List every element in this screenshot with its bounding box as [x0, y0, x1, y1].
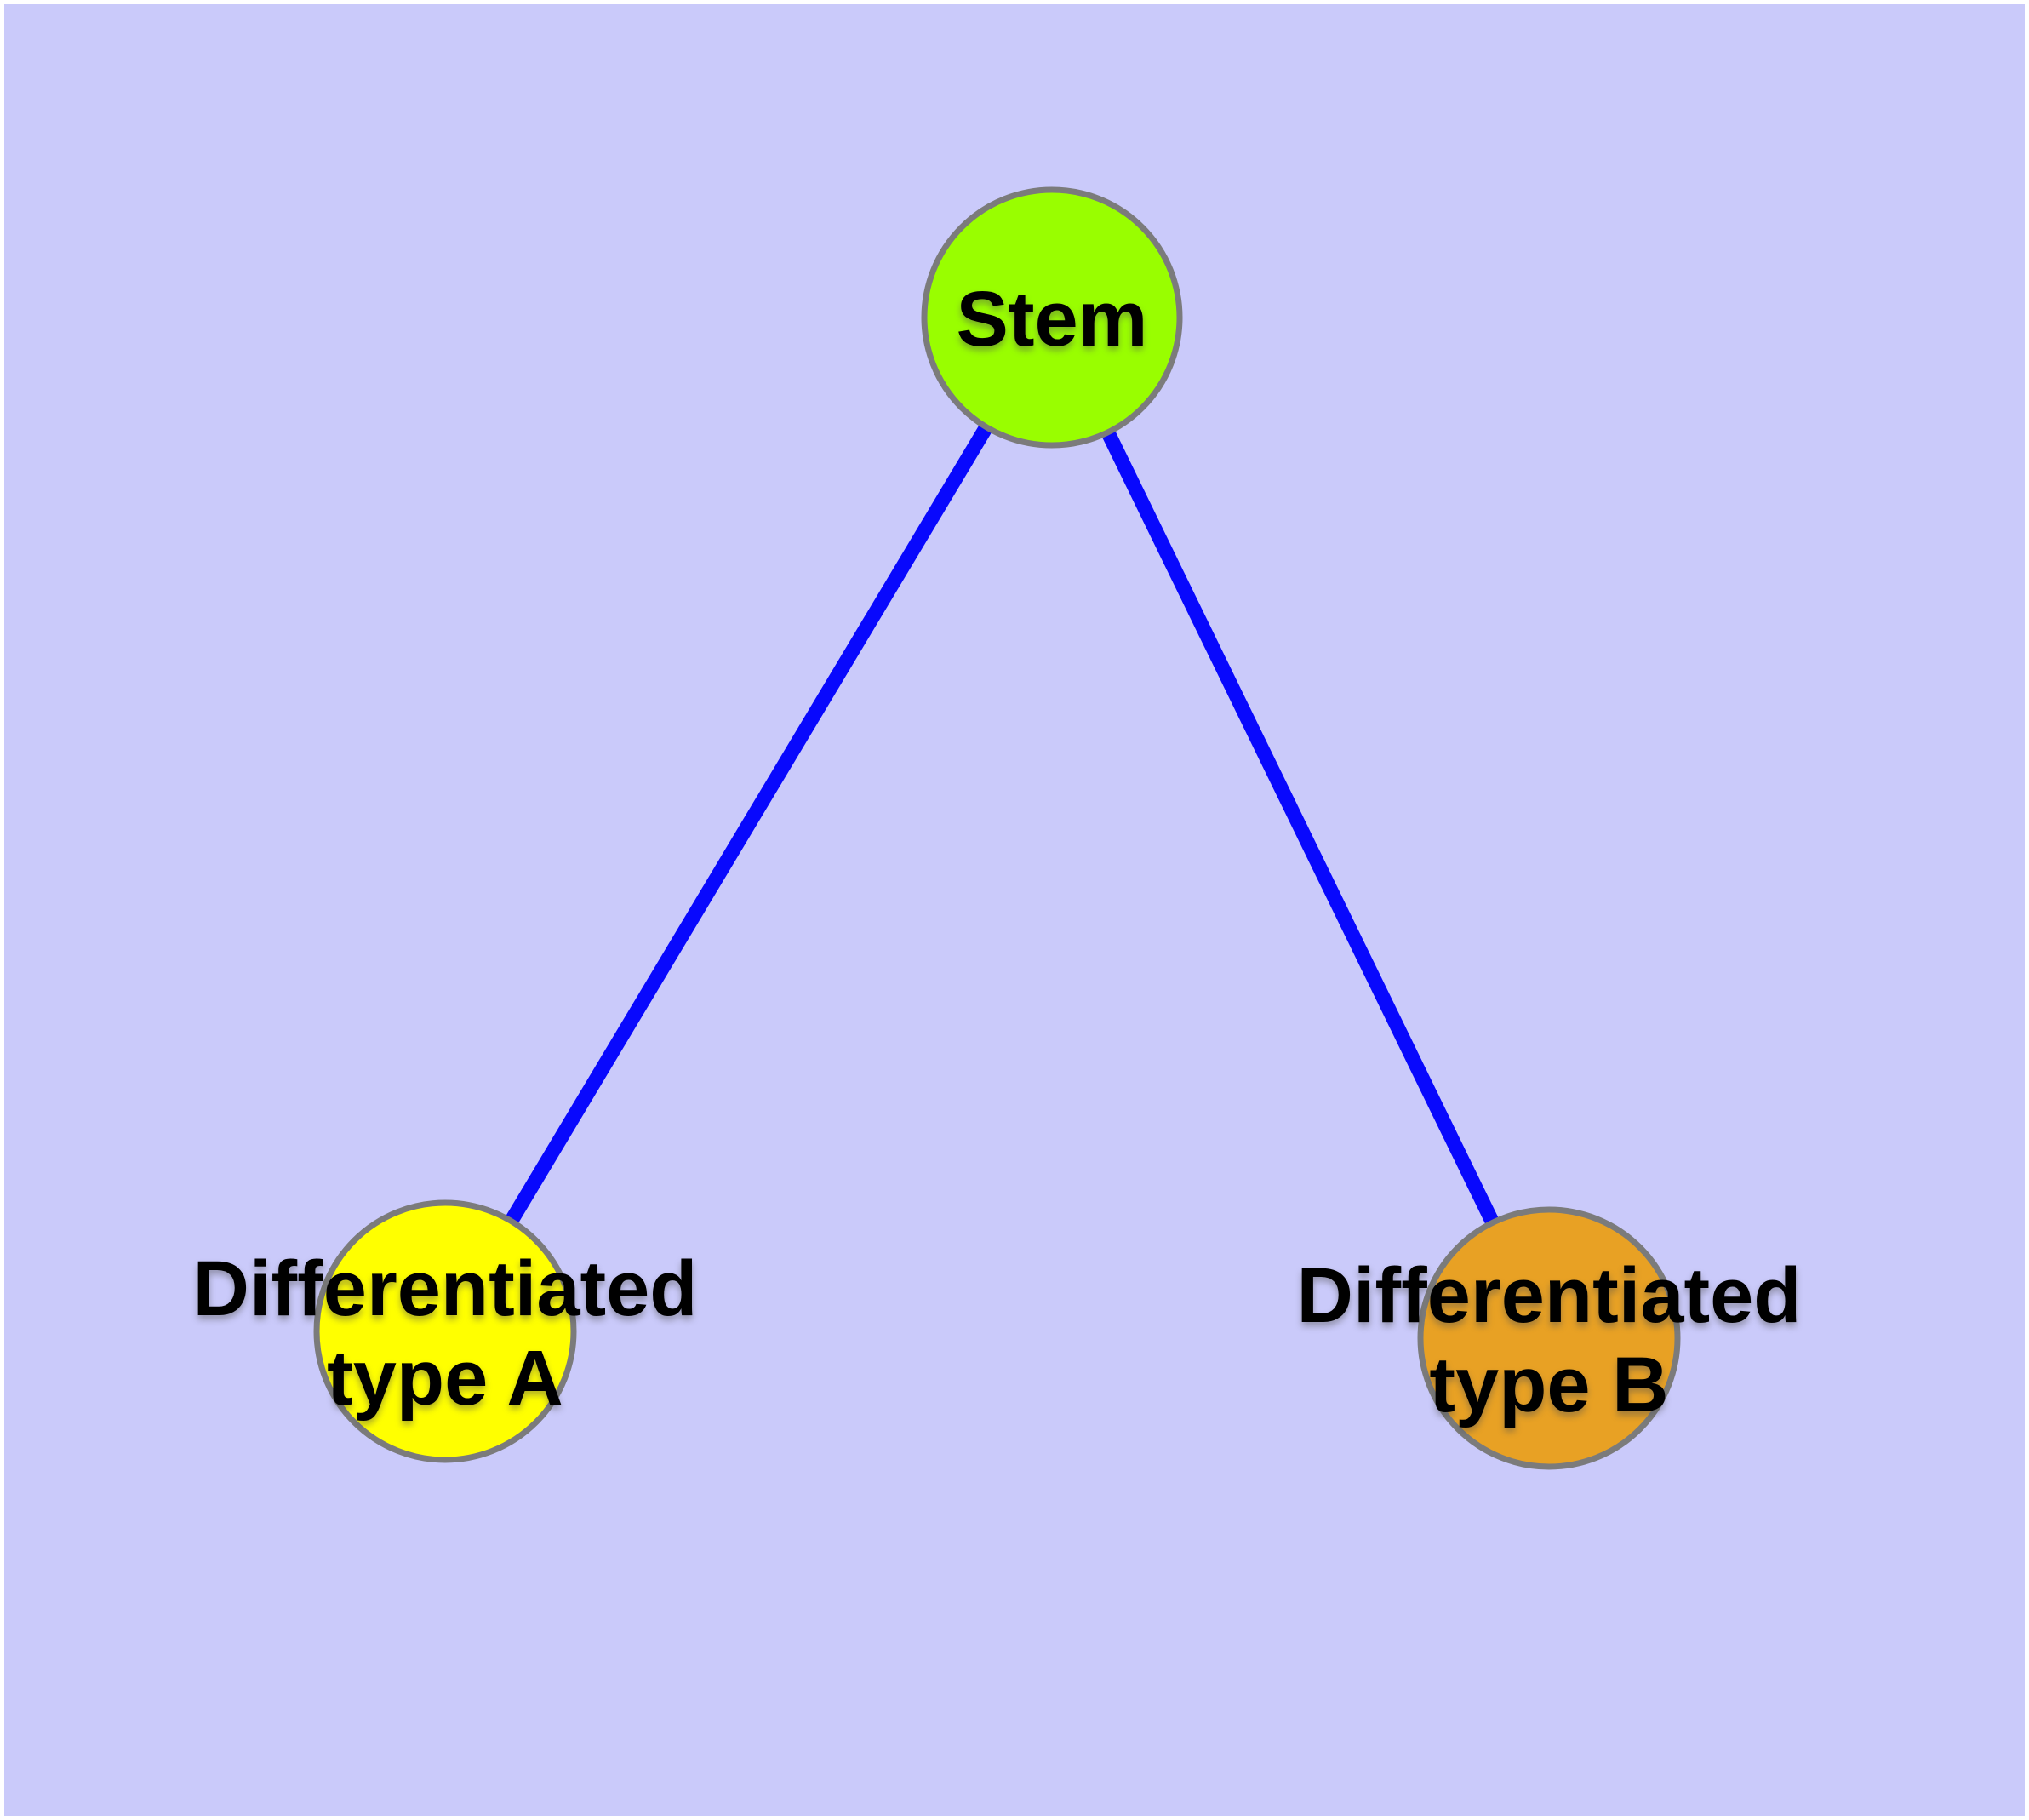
node-type-b-circle	[1417, 1206, 1681, 1470]
node-differentiated-type-a: Differentiated type A	[193, 1199, 698, 1463]
node-stem-label: Stem	[957, 276, 1148, 363]
edge-stem-to-type-a	[438, 313, 1059, 1336]
node-stem: Stem	[921, 186, 1183, 449]
node-group: Stem Differentiated type A Differentiate…	[193, 186, 1802, 1470]
node-type-a-label-line1: Differentiated	[193, 1245, 698, 1332]
node-differentiated-type-b: Differentiated type B	[1297, 1206, 1802, 1470]
node-type-a-label-line2: type A	[327, 1335, 563, 1422]
node-type-b-label-line1: Differentiated	[1297, 1252, 1802, 1339]
node-stem-circle	[921, 186, 1183, 449]
node-type-a-circle	[313, 1199, 577, 1463]
edge-stem-to-type-b	[1045, 314, 1556, 1342]
node-type-b-label-line2: type B	[1429, 1342, 1668, 1428]
edge-group	[438, 313, 1556, 1342]
